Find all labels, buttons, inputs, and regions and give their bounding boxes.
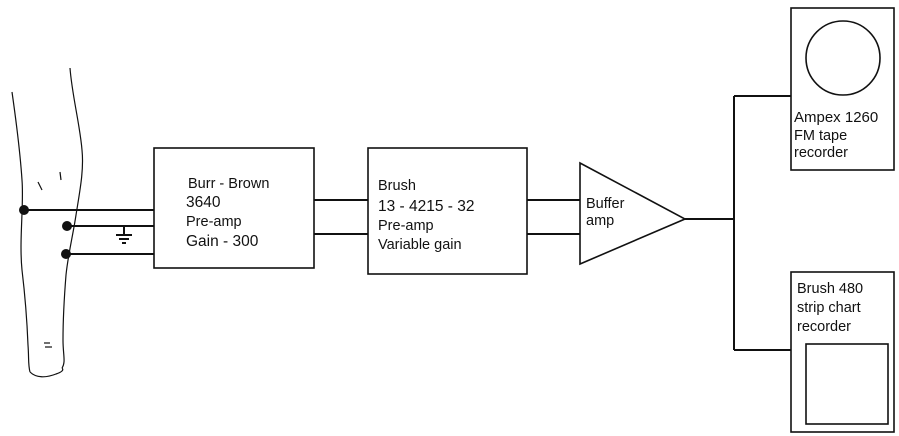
preamp1-line-2: 3640 xyxy=(186,194,221,211)
ampex-tape-recorder-block: Ampex 1260 FM tape recorder xyxy=(790,7,895,171)
preamp1-line-3: Pre-amp xyxy=(186,214,242,230)
tape-line-3: recorder xyxy=(794,145,848,161)
preamp2-line-2: 13 - 4215 - 32 xyxy=(378,198,475,215)
buffer-amp-triangle xyxy=(579,161,687,266)
leg-outline-right xyxy=(61,67,84,369)
foot-outline xyxy=(29,367,64,378)
buffer-amp-block: Buffer amp xyxy=(579,161,687,266)
buffer-line-2: amp xyxy=(586,213,614,229)
knee-mark xyxy=(37,181,43,191)
preamp1-box xyxy=(153,147,315,269)
chart-line-1: Brush 480 xyxy=(797,281,863,297)
knee-mark-2 xyxy=(59,171,62,181)
electrode-leads xyxy=(19,205,154,259)
preamp2-line-4: Variable gain xyxy=(378,237,462,253)
chart-recorder-box xyxy=(790,271,895,433)
preamp2-line-3: Pre-amp xyxy=(378,218,434,234)
preamp1-line-4: Gain - 300 xyxy=(186,233,259,250)
chart-line-2: strip chart xyxy=(797,300,861,316)
buffer-line-1: Buffer xyxy=(586,196,625,212)
chart-line-3: recorder xyxy=(797,319,851,335)
preamp1-line-1: Burr - Brown xyxy=(188,176,269,192)
ground-symbol-icon xyxy=(116,226,132,244)
chart-display-window xyxy=(805,343,889,425)
output-split xyxy=(685,95,791,351)
brush-strip-chart-recorder-block: Brush 480 strip chart recorder xyxy=(790,271,895,433)
leg-outline-left xyxy=(11,91,31,373)
tape-reel-icon xyxy=(805,20,881,96)
tape-line-1: Ampex 1260 xyxy=(794,109,878,126)
preamp2-line-1: Brush xyxy=(378,178,416,194)
burr-brown-preamp-block: Burr - Brown 3640 Pre-amp Gain - 300 xyxy=(153,147,315,269)
brush-preamp-block: Brush 13 - 4215 - 32 Pre-amp Variable ga… xyxy=(367,147,528,275)
preamp2-box xyxy=(367,147,528,275)
tape-recorder-box xyxy=(790,7,895,171)
tape-line-2: FM tape xyxy=(794,128,847,144)
leg-illustration xyxy=(11,67,84,378)
